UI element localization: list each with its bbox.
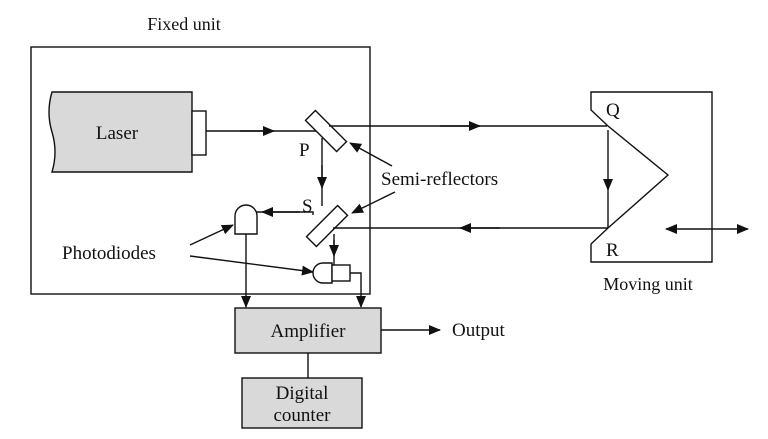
digital-counter-box <box>241 377 363 429</box>
label-q: Q <box>606 100 620 121</box>
semi-reflectors-pointer-p <box>349 142 393 167</box>
photodiode-lower-body <box>331 264 351 282</box>
fixed-unit-label: Fixed unit <box>147 14 221 34</box>
photodiode-upper <box>234 204 258 235</box>
fixed-unit-box <box>30 46 371 295</box>
laser-body <box>48 91 193 173</box>
photodiode-lower <box>312 262 333 284</box>
laser-aperture <box>191 110 207 156</box>
laser: Laser <box>48 91 207 173</box>
digital-counter-label-line1: Digital <box>276 383 329 404</box>
label-s: S <box>302 196 313 217</box>
amplifier-box <box>234 307 382 354</box>
moving-unit-retroreflector <box>590 91 713 263</box>
semi-reflectors-label: Semi-reflectors <box>381 169 498 190</box>
laser-label: Laser <box>96 123 139 144</box>
moving-unit-label: Moving unit <box>603 274 693 294</box>
output-label: Output <box>452 320 506 341</box>
photodiodes-pointer-upper <box>189 224 234 246</box>
signal-pd2-to-amplifier <box>350 272 366 308</box>
photodiodes-label: Photodiodes <box>62 243 156 264</box>
digital-counter-label-line2: counter <box>274 405 332 426</box>
label-p: P <box>299 140 310 161</box>
semi-reflector-s <box>305 204 349 248</box>
amplifier-label: Amplifier <box>271 321 347 342</box>
label-r: R <box>606 240 619 261</box>
photodiodes-pointer-lower <box>189 255 314 276</box>
semi-reflectors-pointer-s <box>351 191 396 214</box>
